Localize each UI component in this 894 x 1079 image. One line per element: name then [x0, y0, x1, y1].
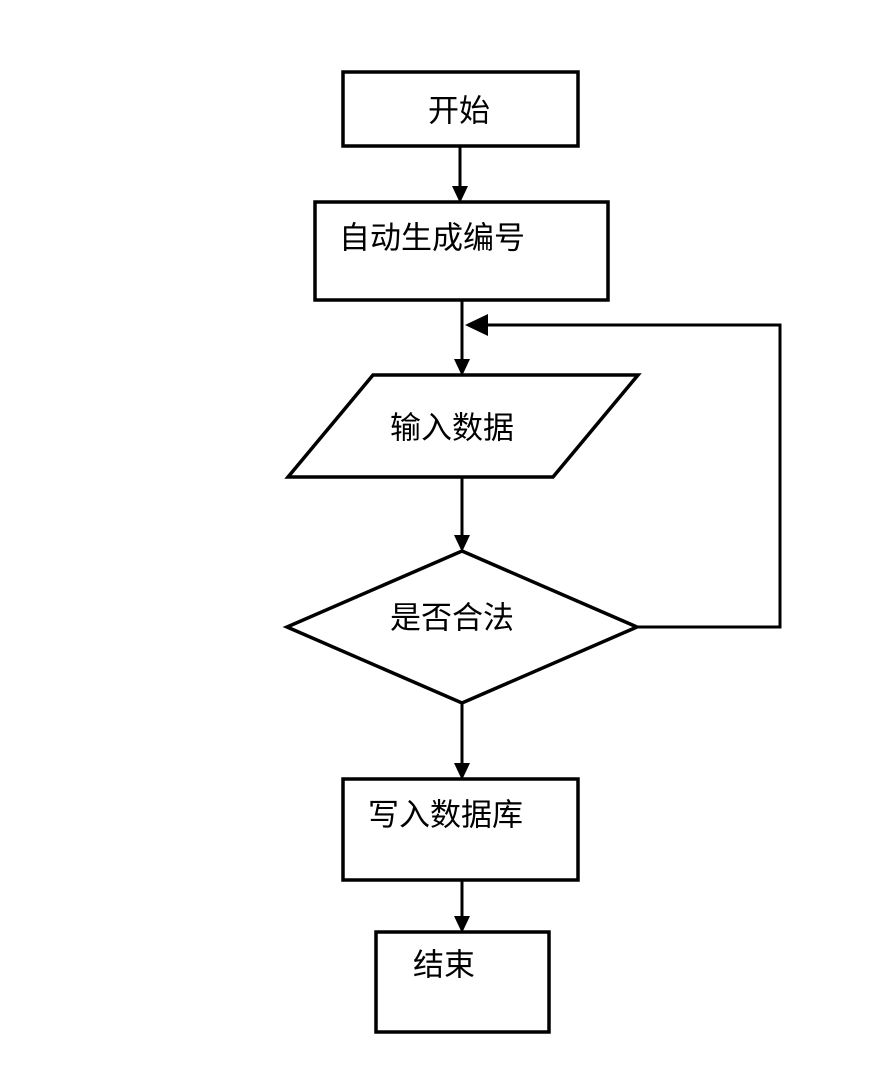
- autogen-label: 自动生成编号: [339, 221, 525, 256]
- arrowhead-loopback: [465, 314, 488, 336]
- autogen-node: [313, 200, 610, 302]
- input-parallelogram: [284, 373, 642, 479]
- arrowhead-into-decision: [454, 535, 470, 552]
- write-label: 写入数据库: [368, 798, 523, 833]
- arrowhead-into-write: [454, 763, 470, 780]
- write-node: [341, 777, 580, 882]
- edge-loopback: [486, 323, 782, 629]
- arrowhead-into-end: [454, 916, 470, 933]
- end-node: [374, 930, 551, 1034]
- decision-label: 是否合法: [390, 601, 514, 636]
- arrowhead-into-input: [454, 359, 470, 376]
- decision-diamond: [282, 549, 642, 705]
- start-label: 开始: [428, 94, 490, 129]
- connector-group: [452, 146, 782, 933]
- arrowhead-into-autogen: [452, 186, 468, 203]
- input-label: 输入数据: [390, 411, 514, 446]
- node-group: [282, 70, 642, 1034]
- end-label: 结束: [413, 948, 475, 983]
- start-node: [341, 70, 580, 148]
